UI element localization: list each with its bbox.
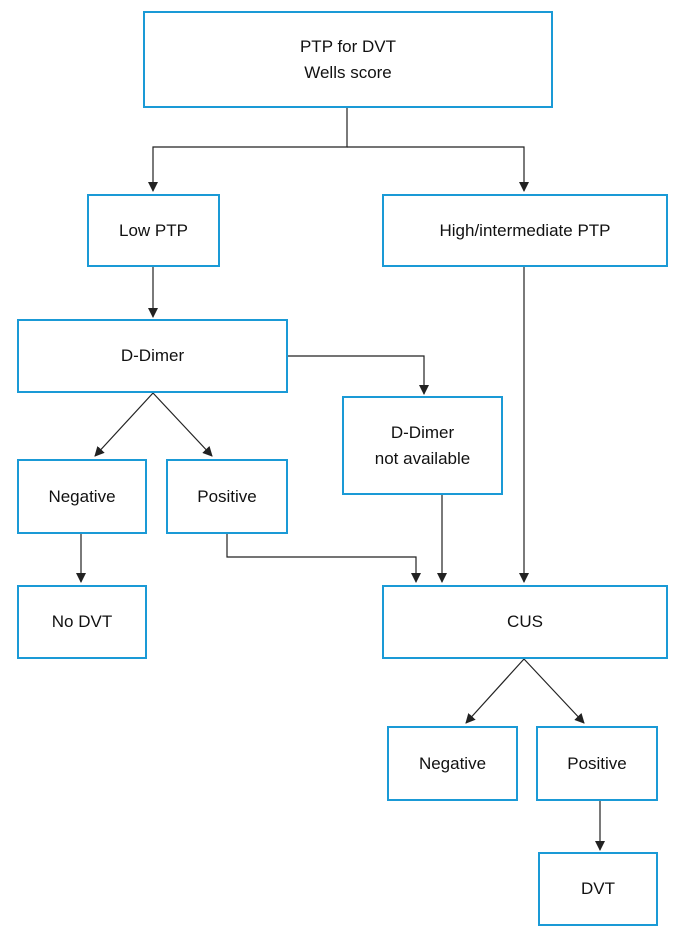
connector-root-to-high (347, 146, 529, 192)
node-dvt: DVT (538, 852, 658, 926)
node-ddimer-na-line1: D-Dimer (390, 423, 455, 442)
node-cus-positive: Positive (536, 726, 658, 801)
node-ptp-wells-line1: PTP for DVT (299, 37, 397, 56)
node-ddimer-negative-label: Negative (48, 486, 116, 506)
connector-ddimer-to-negative (94, 392, 154, 457)
node-ddimer-na-line2: not available (374, 448, 471, 468)
connector-positive-to-cus (226, 534, 421, 583)
node-ddimer-not-available: D-Dimer not available (342, 396, 503, 495)
node-ddimer-positive: Positive (166, 459, 288, 534)
connector-ddimer-to-na (288, 355, 429, 395)
node-ptp-wells: PTP for DVT Wells score (143, 11, 553, 108)
connector-ddimer-to-positive (152, 392, 213, 457)
node-cus-negative-label: Negative (418, 753, 487, 773)
node-ddimer: D-Dimer (17, 319, 288, 393)
connector-cus-to-negative (465, 658, 525, 724)
node-no-dvt-label: No DVT (51, 612, 113, 632)
node-high-ptp-label: High/intermediate PTP (439, 220, 611, 240)
node-ddimer-negative: Negative (17, 459, 147, 534)
node-cus-positive-label: Positive (567, 753, 627, 773)
node-no-dvt: No DVT (17, 585, 147, 659)
connector-root-to-low (148, 108, 348, 192)
node-high-ptp: High/intermediate PTP (382, 194, 668, 267)
node-ddimer-positive-label: Positive (197, 486, 257, 506)
node-ddimer-label: D-Dimer (120, 346, 185, 366)
node-dvt-label: DVT (581, 879, 615, 899)
node-low-ptp: Low PTP (87, 194, 220, 267)
node-cus: CUS (382, 585, 668, 659)
node-low-ptp-label: Low PTP (119, 220, 188, 240)
node-cus-label: CUS (507, 612, 543, 632)
node-cus-negative: Negative (387, 726, 518, 801)
connector-cus-to-positive (523, 658, 585, 724)
node-ptp-wells-line2: Wells score (304, 62, 392, 82)
